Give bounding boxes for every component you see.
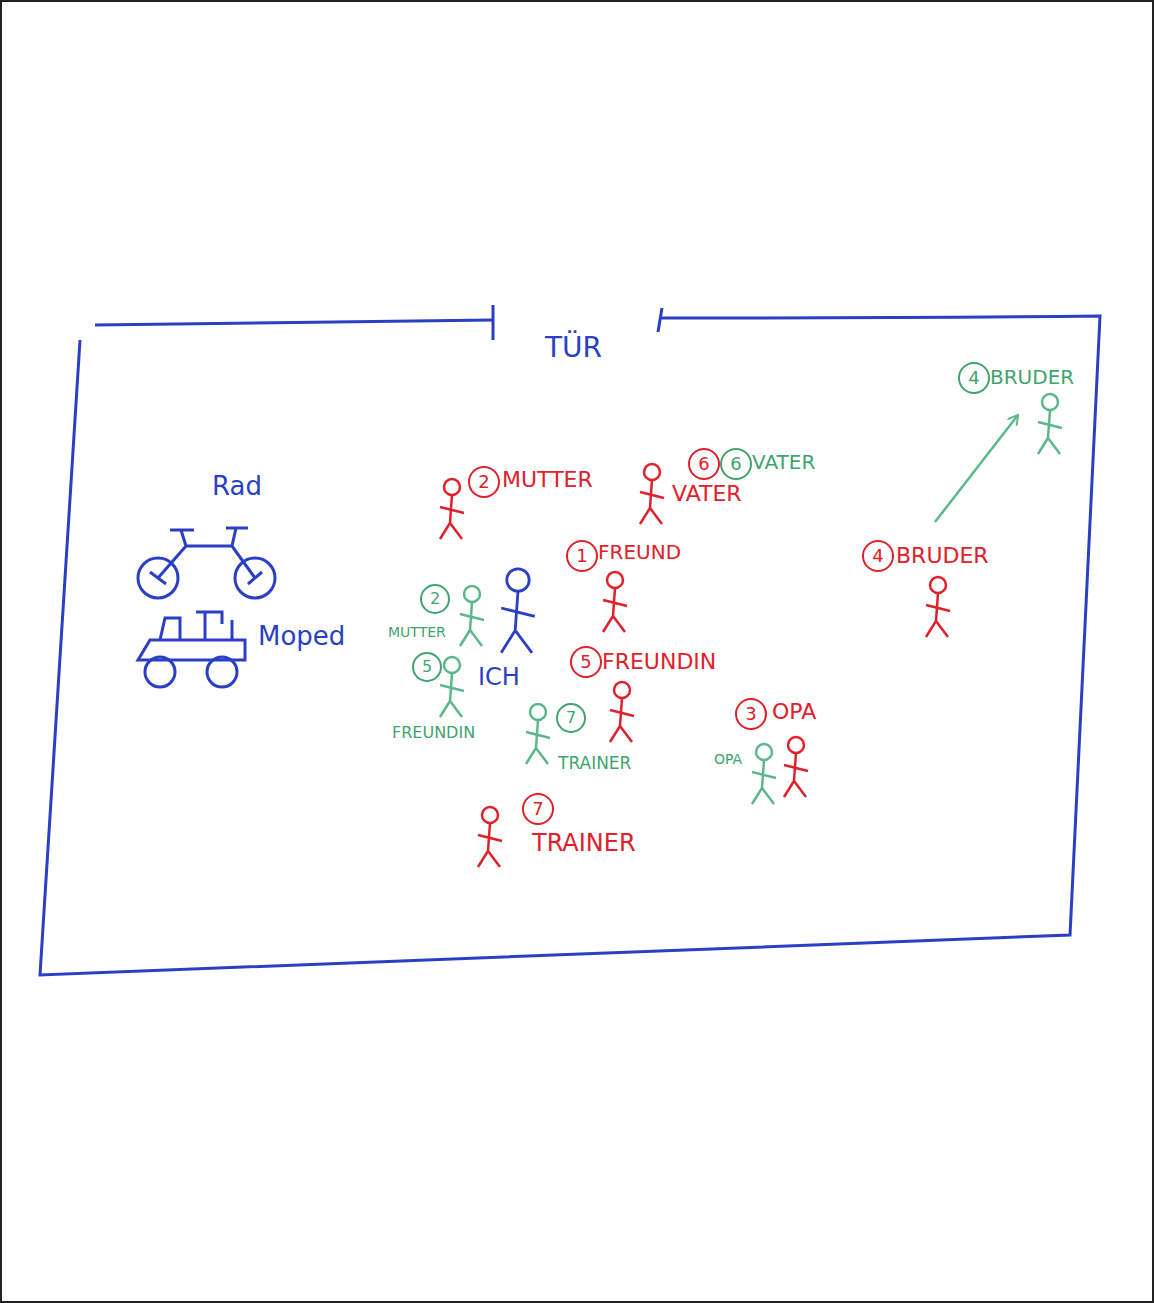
figure-label: VATER <box>672 482 742 506</box>
self-figure <box>501 569 535 653</box>
stick-figure <box>440 657 464 717</box>
callout-number: 6 <box>720 448 752 480</box>
figure-label: TÜR <box>545 333 602 364</box>
callout-number: 7 <box>556 703 586 733</box>
figure-label: ICH <box>478 664 520 690</box>
stick-figure <box>752 744 776 804</box>
figure-label: FREUND <box>598 541 681 563</box>
stick-figure <box>603 572 627 632</box>
figure-label: Rad <box>212 472 262 501</box>
stick-figure <box>526 704 550 764</box>
moped <box>138 612 245 687</box>
callout-number: 4 <box>958 362 990 394</box>
callout-number: 1 <box>566 540 598 572</box>
figure-label: FREUNDIN <box>392 724 475 742</box>
figure-label: MUTTER <box>502 468 593 492</box>
stick-figure <box>440 479 464 539</box>
stick-figure <box>1038 394 1062 454</box>
bicycle <box>138 528 275 598</box>
figure-label: TRAINER <box>558 754 631 773</box>
figure-label: OPA <box>714 752 742 767</box>
move-arrow <box>935 415 1018 522</box>
callout-number: 7 <box>522 793 554 825</box>
figure-label: VATER <box>752 451 815 473</box>
stick-figure <box>926 577 950 637</box>
figure-label: MUTTER <box>388 625 446 640</box>
stick-figure <box>478 807 502 867</box>
stick-figure <box>460 586 484 646</box>
callout-number: 5 <box>570 646 602 678</box>
callout-number: 3 <box>735 698 767 730</box>
figure-label: TRAINER <box>532 830 636 856</box>
figure-label: BRUDER <box>896 544 989 568</box>
figure-label: FREUNDIN <box>602 650 716 674</box>
stick-figure <box>640 464 664 524</box>
callout-number: 6 <box>688 448 720 480</box>
figure-label: BRUDER <box>990 366 1074 388</box>
figure-label: Moped <box>258 622 345 651</box>
callout-number: 4 <box>862 540 894 572</box>
callout-number: 2 <box>468 466 500 498</box>
stick-figure <box>784 737 808 797</box>
callout-number: 5 <box>412 652 442 682</box>
room-outline <box>40 316 1100 975</box>
figure-label: OPA <box>772 700 816 724</box>
stick-figure <box>610 682 634 742</box>
callout-number: 2 <box>420 584 450 614</box>
